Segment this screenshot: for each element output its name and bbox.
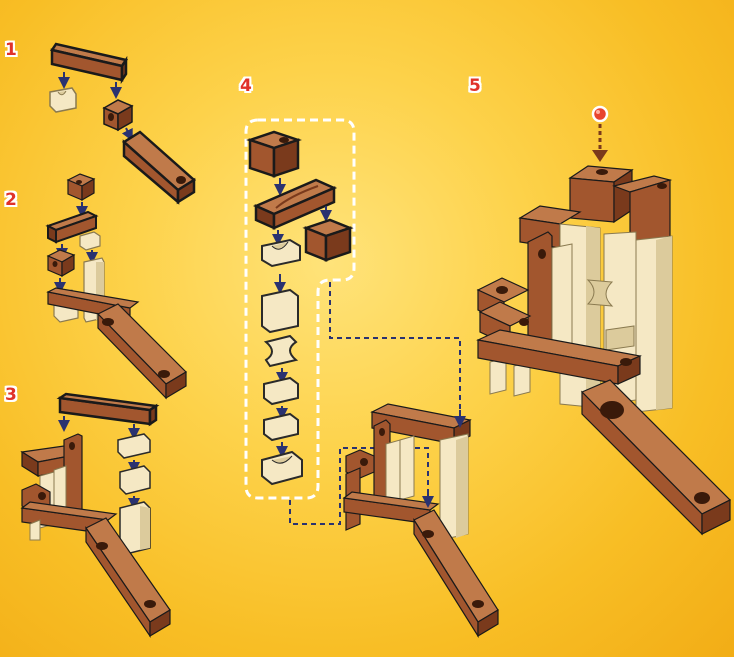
cream-piece bbox=[263, 412, 299, 442]
slope-rail-piece bbox=[121, 130, 197, 205]
step-4-group bbox=[244, 118, 499, 639]
step-number-5: 5 bbox=[469, 76, 481, 96]
brown-cube bbox=[46, 249, 76, 278]
step-1-group bbox=[49, 42, 197, 205]
brown-cube bbox=[102, 99, 134, 132]
rail-piece bbox=[49, 42, 129, 85]
step-5-group bbox=[476, 105, 732, 536]
rail-piece bbox=[45, 210, 99, 244]
brown-cube bbox=[246, 130, 302, 178]
step-2-group bbox=[45, 173, 187, 400]
cream-piece bbox=[261, 450, 303, 486]
connector-line bbox=[329, 282, 461, 420]
cream-pillar bbox=[261, 288, 299, 334]
brown-cube bbox=[302, 218, 354, 262]
step-number-4: 4 bbox=[240, 76, 252, 96]
cream-piece bbox=[263, 334, 299, 368]
rail-piece bbox=[252, 178, 338, 230]
step-number-2: 2 bbox=[5, 190, 17, 210]
cream-piece bbox=[79, 231, 101, 251]
step-number-1: 1 bbox=[5, 40, 17, 60]
group-outline bbox=[244, 118, 356, 500]
tower-structure bbox=[342, 403, 499, 639]
cream-piece bbox=[261, 238, 301, 268]
rail-piece bbox=[56, 392, 160, 427]
cream-piece bbox=[49, 87, 77, 113]
brown-cube bbox=[66, 173, 96, 202]
cream-piece bbox=[117, 433, 151, 459]
cream-piece bbox=[263, 376, 299, 406]
cream-pillar bbox=[119, 501, 151, 555]
connector-line bbox=[289, 447, 429, 525]
base-rail bbox=[46, 287, 187, 400]
step-number-3: 3 bbox=[5, 385, 17, 405]
step-3-group bbox=[20, 392, 171, 638]
cream-piece bbox=[119, 465, 151, 495]
tower-structure bbox=[20, 433, 171, 638]
start-marker-icon bbox=[591, 105, 609, 162]
down-arrow-icon bbox=[121, 127, 133, 142]
